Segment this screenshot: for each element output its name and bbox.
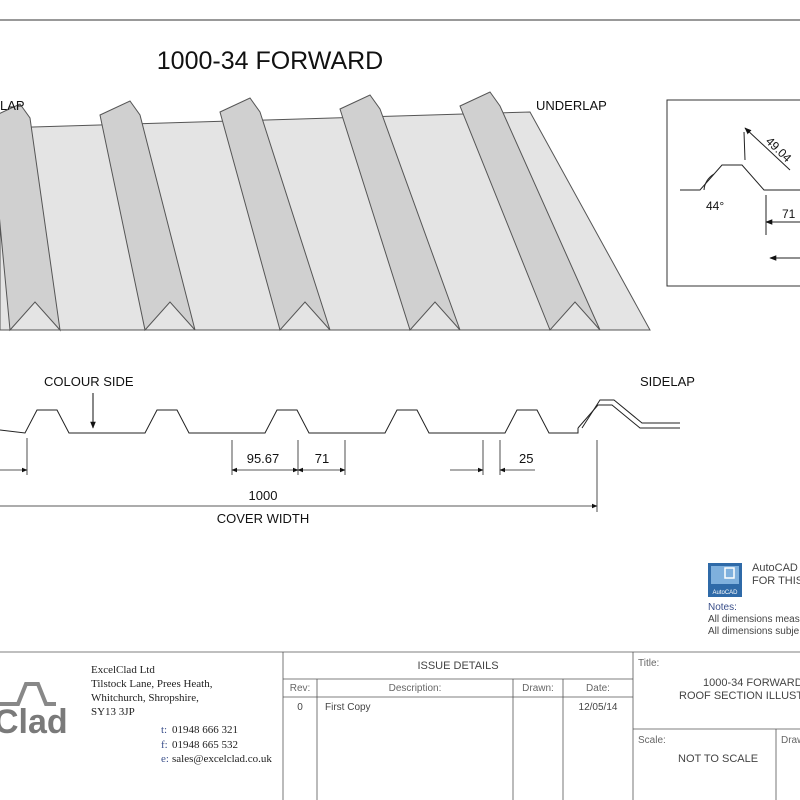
notes-label: Notes:: [708, 602, 737, 613]
excelclad-logo: Clad: [0, 682, 68, 741]
company-addr2: Whitchurch, Shropshire,: [91, 692, 199, 704]
email-prefix: e:: [161, 753, 169, 765]
note-2: All dimensions subje: [708, 626, 800, 637]
issue-heading: ISSUE DETAILS: [417, 660, 499, 672]
col-desc: Description:: [388, 683, 442, 694]
profile-detail-box: [666, 99, 800, 287]
scale-value: NOT TO SCALE: [678, 753, 759, 765]
svg-text:AutoCAD: AutoCAD: [712, 590, 738, 596]
corrugation-rib: [99, 100, 196, 332]
dimension-lines: [0, 438, 598, 512]
row-rev: 0: [297, 702, 303, 713]
company-name: ExcelClad Ltd: [91, 664, 155, 676]
cover-width-label: COVER WIDTH: [217, 511, 309, 526]
colour-side-label: COLOUR SIDE: [44, 374, 134, 389]
tel-prefix: t:: [161, 724, 168, 736]
col-rev: Rev:: [289, 683, 311, 694]
corrugation-rib: [339, 94, 461, 331]
scale-label: Scale:: [638, 735, 666, 746]
dim-71: 71: [315, 451, 329, 466]
autocad-line2: FOR THIS: [752, 575, 800, 587]
drawing-title: 1000-34 FORWARD: [157, 47, 383, 75]
profile-section: [0, 399, 680, 434]
dim-1000: 1000: [249, 488, 278, 503]
drawn-label: Draw: [781, 735, 800, 746]
company-email[interactable]: sales@excelclad.co.uk: [172, 753, 272, 765]
autocad-line1: AutoCAD: [752, 562, 798, 574]
detail-crest: 71: [782, 207, 796, 221]
overlap-label: LAP: [0, 98, 25, 113]
svg-text:Clad: Clad: [0, 703, 68, 741]
title-block-grid: [0, 651, 800, 800]
dim-25: 25: [519, 451, 533, 466]
corrugation-rib: [459, 91, 601, 331]
autocad-logo: AutoCAD: [708, 563, 742, 597]
corrugation-rib: [0, 103, 61, 332]
row-desc: First Copy: [325, 702, 371, 713]
company-addr3: SY13 3JP: [91, 706, 135, 718]
corrugation-rib: [219, 97, 331, 332]
sidelap-label: SIDELAP: [640, 374, 695, 389]
profile-detail-drawing: [680, 127, 800, 261]
col-date: Date:: [586, 683, 610, 694]
row-date: 12/05/14: [578, 702, 618, 713]
title-label: Title:: [638, 658, 660, 669]
company-tel: 01948 666 321: [172, 724, 238, 736]
fax-prefix: f:: [161, 739, 168, 751]
detail-angle: 44°: [706, 199, 724, 213]
dim-95: 95.67: [247, 451, 280, 466]
title-line1: 1000-34 FORWARD: [703, 677, 800, 689]
underlap-label: UNDERLAP: [536, 98, 607, 113]
company-addr1: Tilstock Lane, Prees Heath,: [91, 678, 213, 690]
note-1: All dimensions meas: [708, 614, 800, 625]
title-line2: ROOF SECTION ILLUST: [679, 690, 800, 702]
company-fax: 01948 665 532: [172, 739, 238, 751]
col-drawn: Drawn:: [522, 683, 554, 694]
sheet-3d-illustration: [0, 91, 651, 332]
